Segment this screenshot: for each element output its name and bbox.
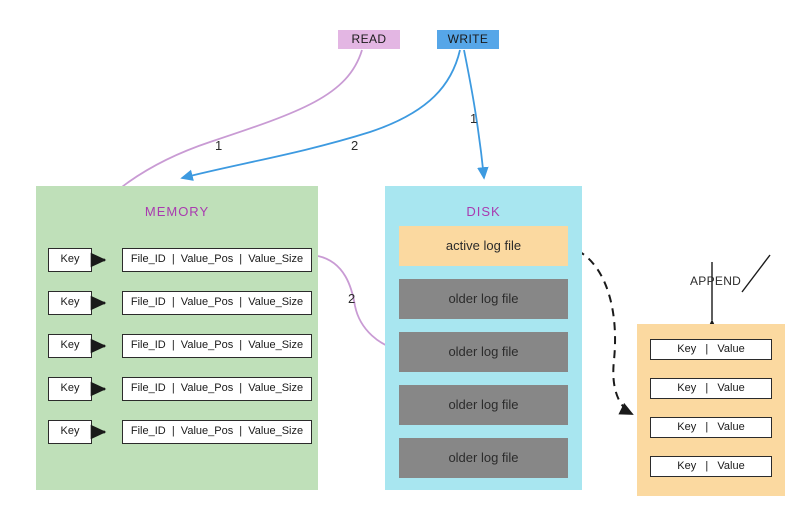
memory-value-box: File_ID | Value_Pos | Value_Size bbox=[122, 291, 312, 315]
edge-label-read-step-2: 2 bbox=[348, 291, 356, 306]
disk-panel: DISK active log file older log file olde… bbox=[385, 186, 582, 490]
edge-write-step-2 bbox=[180, 49, 461, 181]
memory-value-box: File_ID | Value_Pos | Value_Size bbox=[122, 248, 312, 272]
log-entry-row: Key | Value bbox=[650, 417, 772, 438]
log-entry-row: Key | Value bbox=[650, 378, 772, 399]
memory-key-box: Key bbox=[48, 248, 92, 272]
edge-append-tail bbox=[741, 254, 771, 293]
log-file-detail-panel: Key | Value Key | Value Key | Value Key … bbox=[637, 324, 785, 496]
memory-panel-title: MEMORY bbox=[144, 204, 210, 219]
memory-value-box: File_ID | Value_Pos | Value_Size bbox=[122, 334, 312, 358]
edge-label-read-step-1: 1 bbox=[215, 138, 223, 153]
write-operation-badge[interactable]: WRITE bbox=[437, 30, 499, 49]
edge-label-write-step-2: 2 bbox=[351, 138, 359, 153]
log-entry-row: Key | Value bbox=[650, 456, 772, 477]
memory-value-box: File_ID | Value_Pos | Value_Size bbox=[122, 377, 312, 401]
disk-block-older-log-file[interactable]: older log file bbox=[399, 385, 568, 425]
disk-block-older-log-file[interactable]: older log file bbox=[399, 438, 568, 478]
disk-block-active-log-file[interactable]: active log file bbox=[399, 226, 568, 266]
disk-block-older-log-file[interactable]: older log file bbox=[399, 332, 568, 372]
memory-key-box: Key bbox=[48, 334, 92, 358]
log-entry-row: Key | Value bbox=[650, 339, 772, 360]
edge-label-write-step-1: 1 bbox=[470, 111, 478, 126]
disk-panel-title: DISK bbox=[466, 204, 501, 219]
memory-key-box: Key bbox=[48, 420, 92, 444]
read-operation-badge[interactable]: READ bbox=[338, 30, 400, 49]
edge-label-append: APPEND bbox=[690, 274, 742, 288]
memory-key-box: Key bbox=[48, 377, 92, 401]
memory-panel: MEMORY Key File_ID | Value_Pos | Value_S… bbox=[36, 186, 318, 490]
disk-block-older-log-file[interactable]: older log file bbox=[399, 279, 568, 319]
memory-value-box: File_ID | Value_Pos | Value_Size bbox=[122, 420, 312, 444]
memory-key-box: Key bbox=[48, 291, 92, 315]
